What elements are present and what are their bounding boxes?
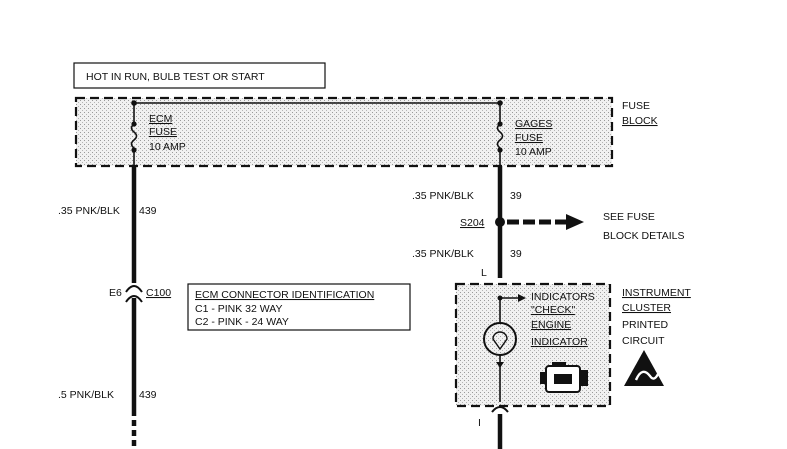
left-lower-wire-circuit: 439 — [139, 389, 157, 401]
left-terminal: E6 — [109, 287, 122, 299]
left-upper-wire-color: .35 PNK/BLK — [58, 205, 120, 217]
ecm-fuse-word: FUSE — [149, 126, 177, 138]
indicators-line-3: ENGINE — [531, 319, 571, 331]
ecm-fuse-name: ECM — [149, 113, 172, 125]
fuse-block: FUSE BLOCK — [74, 96, 658, 168]
cluster-label-2: CLUSTER — [622, 302, 671, 314]
esd-warning-icon — [624, 350, 664, 386]
splice-label: S204 — [460, 217, 485, 229]
power-label: HOT IN RUN, BULB TEST OR START — [73, 62, 326, 89]
left-lower-wire-color: .5 PNK/BLK — [58, 389, 114, 401]
left-connector: C100 — [146, 287, 171, 299]
right-circuit-wire: .35 PNK/BLK 39 S204 .35 PNK/BLK 39 L — [412, 166, 522, 300]
gages-fuse: GAGES FUSE 10 AMP — [496, 100, 552, 166]
cluster-label-4: CIRCUIT — [622, 335, 665, 347]
connector-id-line-1: C1 - PINK 32 WAY — [195, 303, 283, 315]
right-lower-wire: I — [478, 406, 509, 449]
gages-fuse-name: GAGES — [515, 118, 552, 130]
right-terminal-top: L — [481, 267, 487, 279]
left-circuit-wire: .35 PNK/BLK 439 E6 C100 .5 PNK/BLK 439 — [58, 166, 171, 449]
left-upper-wire-circuit: 439 — [139, 205, 157, 217]
cluster-label-1: INSTRUMENT — [622, 287, 691, 299]
see-fuse-line-1: SEE FUSE — [603, 211, 655, 223]
right-lower-wire-color: .35 PNK/BLK — [412, 248, 474, 260]
right-terminal-bottom: I — [478, 417, 481, 429]
indicators-line-1: INDICATORS — [531, 291, 595, 303]
instrument-cluster: INSTRUMENT CLUSTER PRINTED CIRCUIT INDIC… — [454, 282, 691, 408]
gages-fuse-rating: 10 AMP — [515, 146, 552, 158]
splice-dot — [495, 217, 505, 227]
indicators-line-4: INDICATOR — [531, 336, 588, 348]
right-upper-wire-color: .35 PNK/BLK — [412, 190, 474, 202]
see-fuse-line-2: BLOCK DETAILS — [603, 230, 685, 242]
see-fuse-block-arrow: SEE FUSE BLOCK DETAILS — [507, 211, 685, 242]
connector-id-line-2: C2 - PINK - 24 WAY — [195, 316, 289, 328]
indicators-line-2: "CHECK" — [531, 304, 575, 316]
fuse-block-label-2: BLOCK — [622, 115, 658, 127]
right-upper-wire-circuit: 39 — [510, 190, 522, 202]
power-label-text: HOT IN RUN, BULB TEST OR START — [86, 71, 265, 83]
right-lower-wire-circuit: 39 — [510, 248, 522, 260]
engine-icon — [540, 362, 588, 393]
fuse-block-label-1: FUSE — [622, 100, 650, 112]
connector-id-box: ECM CONNECTOR IDENTIFICATION C1 - PINK 3… — [187, 283, 411, 331]
ecm-fuse: ECM FUSE 10 AMP — [130, 100, 186, 166]
gages-fuse-word: FUSE — [515, 132, 543, 144]
connector-id-title: ECM CONNECTOR IDENTIFICATION — [195, 289, 374, 301]
ecm-fuse-rating: 10 AMP — [149, 141, 186, 153]
cluster-label-3: PRINTED — [622, 319, 669, 331]
